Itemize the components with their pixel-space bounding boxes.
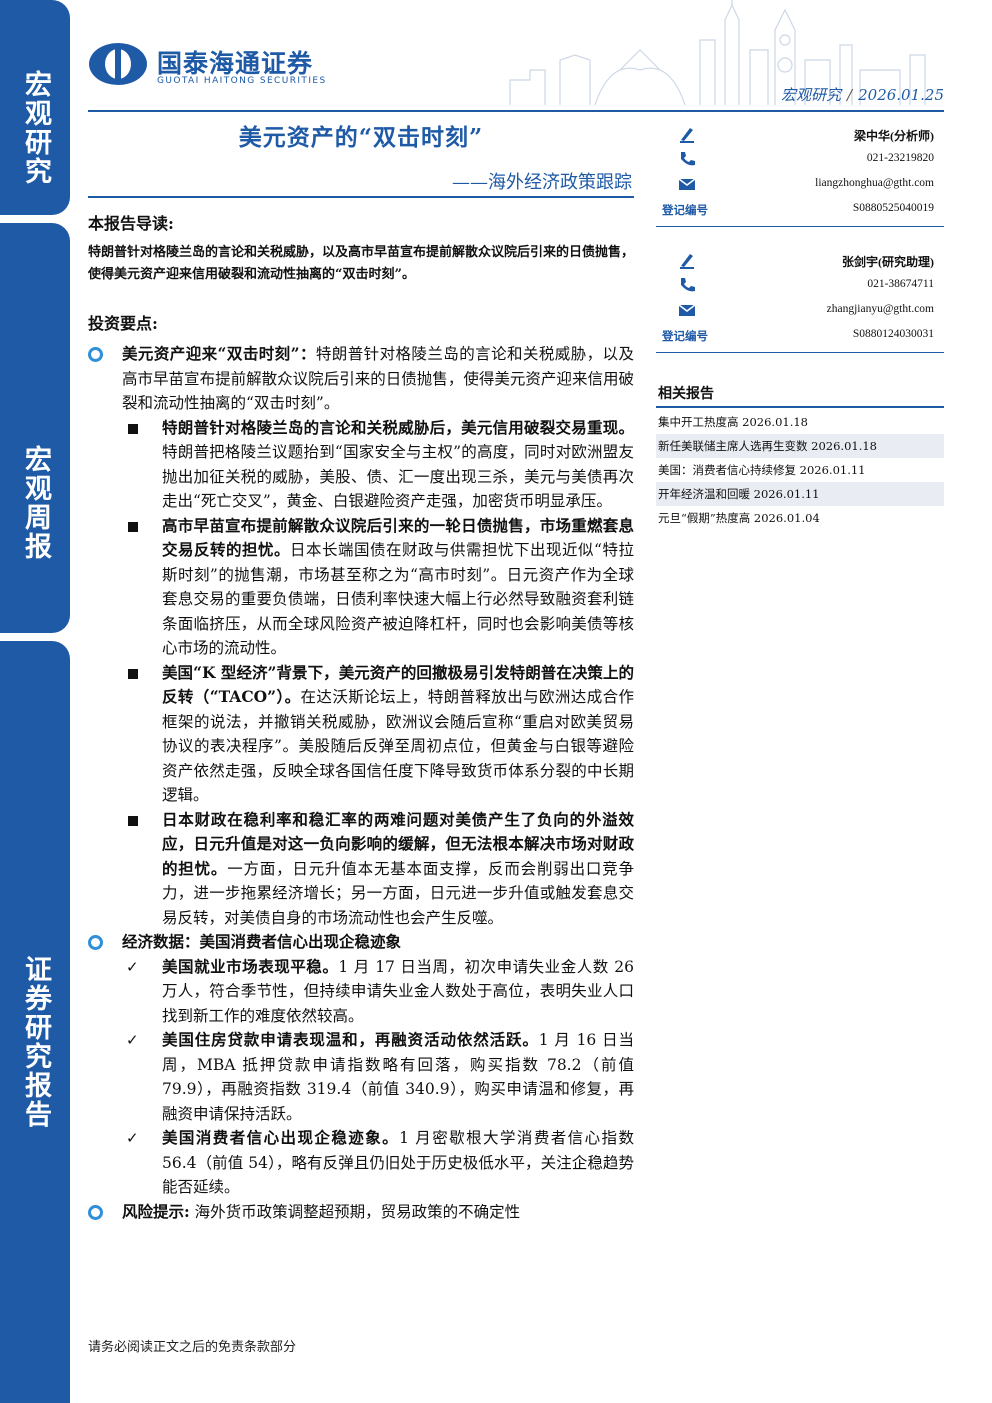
header-meta: 宏观研究 / 2026.01.25 bbox=[781, 84, 944, 105]
analyst-name: 张剑宇(研究助理) bbox=[842, 255, 934, 269]
related-reports-rule bbox=[656, 406, 944, 408]
guide-heading: 本报告导读: bbox=[88, 214, 174, 233]
phone-icon bbox=[681, 152, 695, 166]
header-separator: / bbox=[847, 86, 853, 104]
pen-icon bbox=[680, 128, 694, 143]
side-tab-macro-weekly: 宏观周报 bbox=[0, 223, 70, 633]
related-report-item[interactable]: 美国：消费者信心持续修复 2026.01.11 bbox=[658, 463, 866, 477]
email-icon bbox=[678, 304, 696, 316]
sub-point-text: 在达沃斯论坛上，特朗普释放出与欧洲达成合作框架的说法，并撤销关税威胁，欧洲议会随… bbox=[162, 688, 634, 804]
related-report-item[interactable]: 集中开工热度高 2026.01.18 bbox=[658, 415, 808, 429]
sub-point-bold: 特朗普针对格陵兰岛的言论和关税威胁后，美元信用破裂交易重现。 bbox=[162, 417, 634, 437]
analyst-email[interactable]: zhangjianyu@gtht.com bbox=[826, 303, 934, 315]
brand-logo-icon bbox=[89, 43, 147, 85]
guide-text: 特朗普针对格陵兰岛的言论和关税威胁，以及高市早苗宣布提前解散众议院后引来的日债抛… bbox=[88, 245, 635, 282]
related-reports-list: 集中开工热度高 2026.01.18 新任美联储主席人选再生变数 2026.01… bbox=[656, 410, 944, 530]
header-date: 2026.01.25 bbox=[858, 86, 944, 104]
report-subtitle: ——海外经济政策跟踪 bbox=[452, 172, 632, 193]
sub-point-text: 日本长端国债在财政与供需担忧下出现近似“特拉斯时刻”的抛售潮，市场甚至称之为“高… bbox=[162, 541, 634, 657]
pen-icon bbox=[680, 254, 694, 269]
related-reports-heading: 相关报告 bbox=[658, 386, 714, 402]
circle-bullet-icon bbox=[88, 1204, 103, 1220]
email-icon bbox=[678, 178, 696, 190]
analyst-name: 梁中华(分析师) bbox=[854, 129, 934, 143]
phone-icon bbox=[681, 278, 695, 292]
check-point-employment: ✓ 美国就业市场表现平稳。1 月 17 日当周，初次申请失业金人数 26 万人，… bbox=[88, 955, 634, 1029]
point-risk-warning: 风险提示: 海外货币政策调整超预期，贸易政策的不确定性 bbox=[88, 1200, 634, 1225]
analyst-phone: 021-23219820 bbox=[866, 152, 934, 164]
related-report-item[interactable]: 新任美联储主席人选再生变数 2026.01.18 bbox=[656, 434, 944, 458]
disclaimer-footer: 请务必阅读正文之后的免责条款部分 bbox=[88, 1340, 297, 1355]
side-tab-securities-report: 证券研究报告 bbox=[0, 641, 70, 1403]
check-point-text: 1 月 17 日当周，初次申请失业金人数 26 万人，符合季节性，但持续申请失业… bbox=[162, 957, 634, 1025]
check-point-text: 1 月 16 日当周，MBA 抵押贷款申请指数略有回落，购买指数 78.2（前值… bbox=[162, 1031, 634, 1123]
square-bullet-icon bbox=[128, 668, 138, 679]
analyst-reg-label: 登记编号 bbox=[662, 205, 708, 217]
point-economic-data: 经济数据：美国消费者信心出现企稳迹象 bbox=[88, 930, 634, 955]
check-mark-icon: ✓ bbox=[126, 957, 139, 976]
header-rule bbox=[88, 110, 944, 112]
check-mark-icon: ✓ bbox=[126, 1129, 139, 1147]
sub-point-bold: 美国“K 型经济”背景下，美元资产的回撤极易引发特朗普在决策上的反转（“TACO… bbox=[162, 662, 634, 707]
sub-point-bold: 日本财政在稳利率和稳汇率的两难问题对美债产生了负向的外溢效应，日元升值是对这一负… bbox=[162, 809, 634, 878]
analyst-divider bbox=[656, 226, 944, 227]
brand-name-cn: 国泰海通证券 bbox=[157, 49, 314, 78]
analyst-reg-no: S0880124030031 bbox=[852, 328, 934, 340]
sub-point-japan-fiscal: 日本财政在稳利率和稳汇率的两难问题对美债产生了负向的外溢效应，日元升值是对这一负… bbox=[88, 808, 634, 931]
main-content: 本报告导读: 特朗普针对格陵兰岛的言论和关税威胁，以及高市早苗宣布提前解散众议院… bbox=[88, 210, 634, 1224]
sub-point-bold: 高市早苗宣布提前解散众议院后引来的一轮日债抛售，市场重燃套息交易反转的担忧。 bbox=[162, 515, 634, 560]
analyst-reg-label: 登记编号 bbox=[662, 331, 708, 343]
brand-name-en: GUOTAI HAITONG SECURITIES bbox=[157, 76, 327, 86]
city-skyline-icon bbox=[509, 0, 926, 106]
side-tab-macro-research: 宏观研究 bbox=[0, 0, 70, 215]
report-title: 美元资产的“双击时刻” bbox=[238, 124, 484, 151]
point-bold: 风险提示: bbox=[122, 1201, 190, 1221]
point-bold: 经济数据：美国消费者信心出现企稳迹象 bbox=[122, 932, 402, 951]
check-point-text: 1 月密歇根大学消费者信心指数 56.4（前值 54），略有反弹且仍旧处于历史极… bbox=[162, 1129, 634, 1196]
analyst-card-2: 张剑宇(研究助理) 021-38674711 zhangjianyu@gtht.… bbox=[656, 248, 944, 353]
check-point-bold: 美国就业市场表现平稳。 bbox=[162, 956, 339, 976]
points-heading: 投资要点: bbox=[88, 314, 158, 333]
analyst-card-1: 梁中华(分析师) 021-23219820 liangzhonghua@gtht… bbox=[656, 122, 944, 227]
circle-bullet-icon bbox=[88, 935, 103, 950]
analyst-email[interactable]: liangzhonghua@gtht.com bbox=[815, 177, 934, 189]
check-point-bold: 美国住房贷款申请表现温和，再融资活动依然活跃。 bbox=[162, 1030, 539, 1049]
point-text: 特朗普针对格陵兰岛的言论和关税威胁，以及高市早苗宣布提前解散众议院后引来的日债抛… bbox=[122, 345, 634, 412]
square-bullet-icon bbox=[128, 423, 138, 434]
check-mark-icon: ✓ bbox=[126, 1031, 139, 1049]
sub-point-text: 特朗普把格陵兰议题抬到“国家安全与主权”的高度，同时对欧洲盟友抛出加征关税的威胁… bbox=[162, 443, 634, 510]
related-report-item[interactable]: 元旦“假期”热度高 2026.01.04 bbox=[658, 511, 820, 525]
point-dollar-double-hit: 美元资产迎来“双击时刻”：特朗普针对格陵兰岛的言论和关税威胁，以及高市早苗宣布提… bbox=[88, 342, 634, 416]
sub-point-text: 一方面，日元升值本无基本面支撑，反而会削弱出口竞争力，进一步拖累经济增长；另一方… bbox=[162, 859, 634, 927]
sub-point-jgb-selloff: 高市早苗宣布提前解散众议院后引来的一轮日债抛售，市场重燃套息交易反转的担忧。日本… bbox=[88, 514, 634, 661]
check-point-bold: 美国消费者信心出现企稳迹象。 bbox=[162, 1128, 400, 1147]
sub-point-greenland: 特朗普针对格陵兰岛的言论和关税威胁后，美元信用破裂交易重现。特朗普把格陵兰议题抬… bbox=[88, 416, 634, 514]
related-report-item[interactable]: 开年经济温和回暖 2026.01.11 bbox=[656, 482, 944, 506]
point-bold: 美元资产迎来“双击时刻”： bbox=[122, 344, 316, 363]
analyst-reg-no: S0880525040019 bbox=[852, 202, 934, 214]
check-point-consumer-confidence: ✓ 美国消费者信心出现企稳迹象。1 月密歇根大学消费者信心指数 56.4（前值 … bbox=[88, 1126, 634, 1200]
point-text: 海外货币政策调整超预期，贸易政策的不确定性 bbox=[194, 1202, 521, 1221]
square-bullet-icon bbox=[128, 521, 138, 532]
square-bullet-icon bbox=[128, 815, 138, 826]
sub-point-k-economy: 美国“K 型经济”背景下，美元资产的回撤极易引发特朗普在决策上的反转（“TACO… bbox=[88, 661, 634, 808]
circle-bullet-icon bbox=[88, 347, 103, 362]
analyst-phone: 021-38674711 bbox=[867, 278, 934, 290]
analyst-divider bbox=[656, 352, 944, 353]
header-category: 宏观研究 bbox=[781, 86, 842, 104]
title-rule bbox=[88, 196, 634, 198]
check-point-mortgage: ✓ 美国住房贷款申请表现温和，再融资活动依然活跃。1 月 16 日当周，MBA … bbox=[88, 1028, 634, 1126]
